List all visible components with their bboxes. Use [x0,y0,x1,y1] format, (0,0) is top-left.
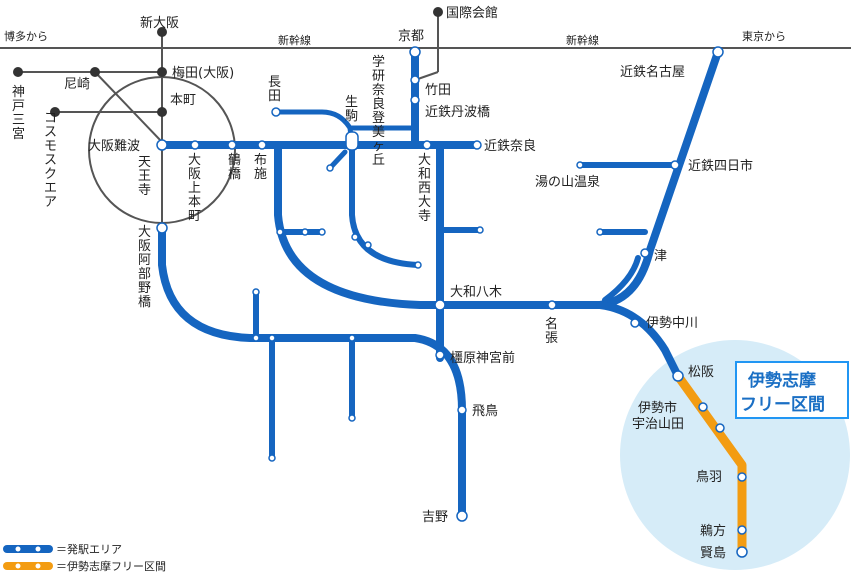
station-cosmo-square: コスモスクエア [44,111,57,210]
station-yamato-yagi: 大和八木 [450,285,502,300]
station-kintetsu-nara: 近鉄奈良 [484,138,536,154]
white-station-dots [156,46,748,558]
station-tennoji: 天王寺 [138,155,151,198]
station-tsuruhashi: 鶴橋 [228,152,241,182]
station-fuse: 布施 [254,153,267,182]
station-tsu: 津 [654,249,667,264]
label-from-tokyo: 東京から [742,29,786,43]
label-shinkansen-left: 新幹線 [278,33,311,47]
station-yunoyama-onsen: 湯の山温泉 [535,174,600,190]
station-nabari: 名張 [545,316,558,346]
station-yamato-saidaiji: 大和西大寺 [418,153,431,224]
station-kashikojima: 賢島 [700,546,726,561]
label-from-hakata: 博多から [4,29,48,43]
station-ikoma: 生駒 [345,95,358,124]
station-kintetsu-nagoya: 近鉄名古屋 [620,64,685,80]
station-yoshino: 吉野 [422,510,448,525]
station-kobe-sannomiya: 神戸三宮 [12,85,25,142]
station-takeda: 竹田 [425,83,451,98]
station-asuka: 飛鳥 [472,404,498,419]
station-kintetsu-tambabashi: 近鉄丹波橋 [425,105,490,120]
station-matsusaka: 松阪 [688,365,714,380]
gray-station-dots [13,7,443,117]
station-shin-osaka: 新大阪 [140,15,179,31]
legend-free-label: ＝伊勢志摩フリー区間 [56,559,166,573]
station-kokusai-kaikan: 国際会館 [446,6,498,21]
station-kintetsu-yokkaichi: 近鉄四日市 [688,158,753,174]
station-iseshi-ujiyamada: 伊勢市宇治山田 [632,400,684,432]
legend-departure-swatch [3,545,53,553]
legend-departure-label: ＝発駅エリア [56,542,122,556]
station-osaka-abenobashi: 大阪阿部野橋 [138,225,151,310]
station-osaka-namba: 大阪難波 [88,139,140,154]
station-kyoto: 京都 [398,29,424,44]
station-osaka-uehommachi: 大阪上本町 [188,153,201,224]
station-nagata: 長田 [268,75,281,104]
station-kashiharajingumae: 橿原神宮前 [450,350,515,366]
station-amagasaki: 尼崎 [64,77,90,92]
free-area-title-box [735,361,849,419]
legend: ＝発駅エリア ＝伊勢志摩フリー区間 [3,542,166,573]
free-area-title-line2: フリー区間 [740,395,825,415]
station-gakken-nara-tomigaoka: 学研奈良登美ヶ丘 [372,54,385,168]
free-area-title-line1: 伊勢志摩 [747,370,816,391]
station-hommachi: 本町 [170,93,196,108]
station-umeda: 梅田(大阪) [172,66,234,81]
label-shinkansen-right: 新幹線 [566,33,599,47]
legend-free-swatch [3,562,53,570]
station-ugata: 鵜方 [700,523,726,539]
station-toba: 鳥羽 [696,470,722,485]
station-ise-nakagawa: 伊勢中川 [646,316,698,331]
